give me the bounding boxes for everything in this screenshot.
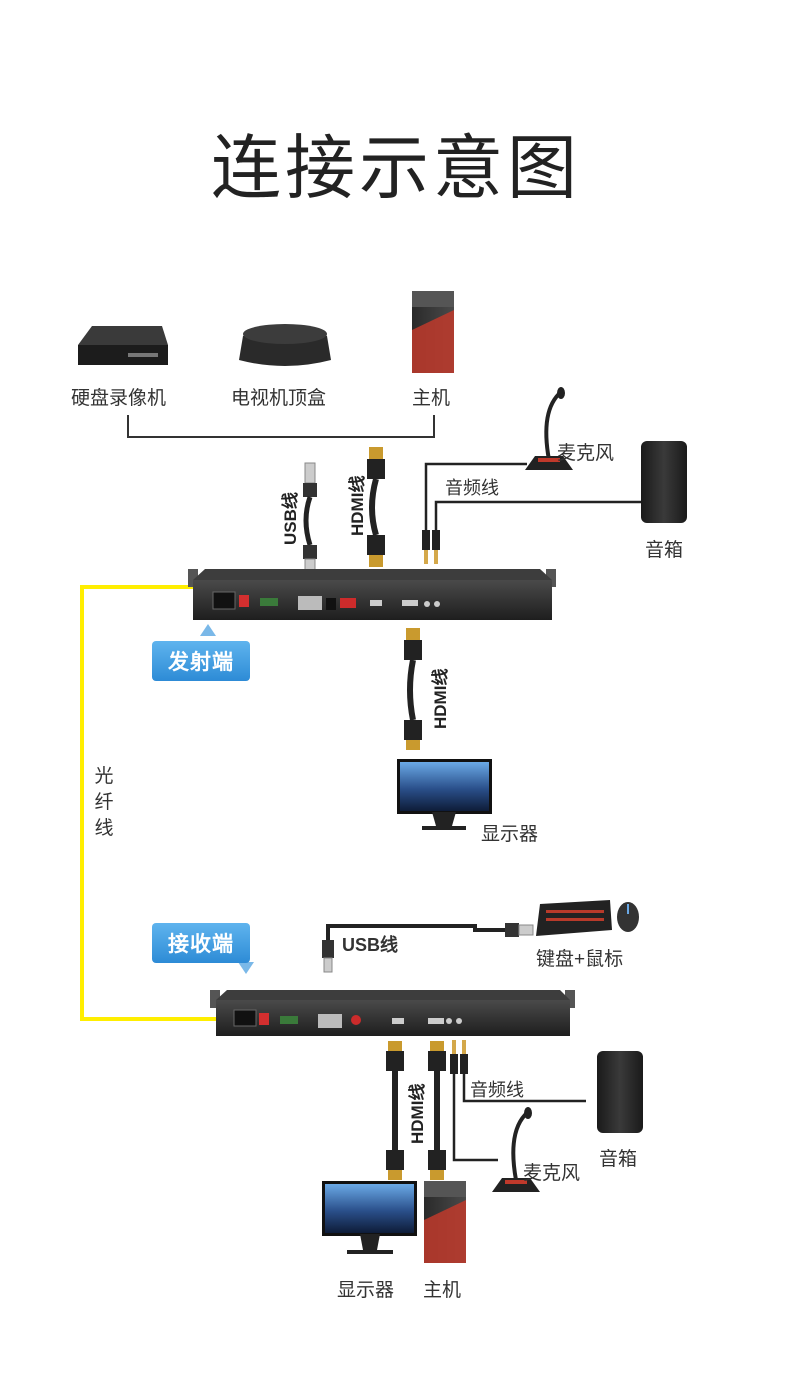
hdmi-cables-bot	[386, 1041, 446, 1180]
hdmi-bot-label: HDMI线	[408, 1083, 427, 1144]
monitor-bot-label: 显示器	[337, 1280, 395, 1301]
transmitter-tag: 发射端	[152, 641, 250, 681]
fiber-line	[80, 585, 218, 1021]
nvr-device	[78, 326, 168, 365]
page-title: 连接示意图	[211, 127, 581, 209]
hdmi-cable-top	[367, 447, 385, 567]
host-bot-device	[424, 1181, 466, 1263]
monitor-mid-device	[397, 759, 492, 830]
top-device-connector	[127, 415, 435, 438]
usb-cable-bot	[322, 923, 534, 973]
transmitter-arrow	[200, 624, 216, 636]
kbmouse-label: 键盘+鼠标	[536, 949, 624, 970]
usb-cable-top	[303, 462, 317, 574]
receiver-arrow	[238, 962, 254, 974]
hdmi-top-label: HDMI线	[348, 475, 367, 536]
speaker-top-device	[641, 441, 687, 523]
keyboard-mouse-device	[536, 900, 639, 936]
audio-top-label: 音频线	[445, 478, 499, 498]
fiber-label-char: 光	[94, 766, 114, 787]
audio-cable-bot	[450, 1040, 586, 1162]
hdmi-cable-mid	[404, 628, 422, 750]
audio-bot-label: 音频线	[470, 1080, 524, 1100]
host-top-label: 主机	[412, 388, 451, 409]
settop-label: 电视机顶盒	[231, 388, 327, 409]
receiver-tag: 接收端	[152, 923, 250, 963]
usb-top-label: USB线	[281, 492, 300, 545]
mic-bot-device	[492, 1107, 540, 1192]
speaker-bot-device	[597, 1051, 643, 1133]
host-top-device	[412, 291, 454, 373]
audio-cable-top	[422, 462, 641, 564]
mic-bot-label: 麦克风	[523, 1163, 581, 1184]
mic-top-device	[525, 387, 573, 470]
host-bot-label: 主机	[423, 1280, 462, 1301]
fiber-label: 光 纤 线	[94, 764, 114, 842]
speaker-bot-label: 音箱	[599, 1149, 638, 1170]
speaker-top-label: 音箱	[645, 540, 684, 561]
monitor-bot-device	[322, 1181, 417, 1254]
mic-top-label: 麦克风	[557, 443, 615, 464]
nvr-label: 硬盘录像机	[71, 388, 167, 409]
hdmi-mid-label: HDMI线	[431, 668, 450, 729]
fiber-label-char: 纤	[94, 792, 114, 813]
settop-device	[239, 324, 331, 366]
monitor-mid-label: 显示器	[481, 824, 539, 845]
usb-bot-label: USB线	[342, 935, 399, 955]
fiber-label-char: 线	[94, 818, 114, 839]
transmitter-chassis	[188, 569, 556, 620]
receiver-chassis	[210, 990, 575, 1036]
